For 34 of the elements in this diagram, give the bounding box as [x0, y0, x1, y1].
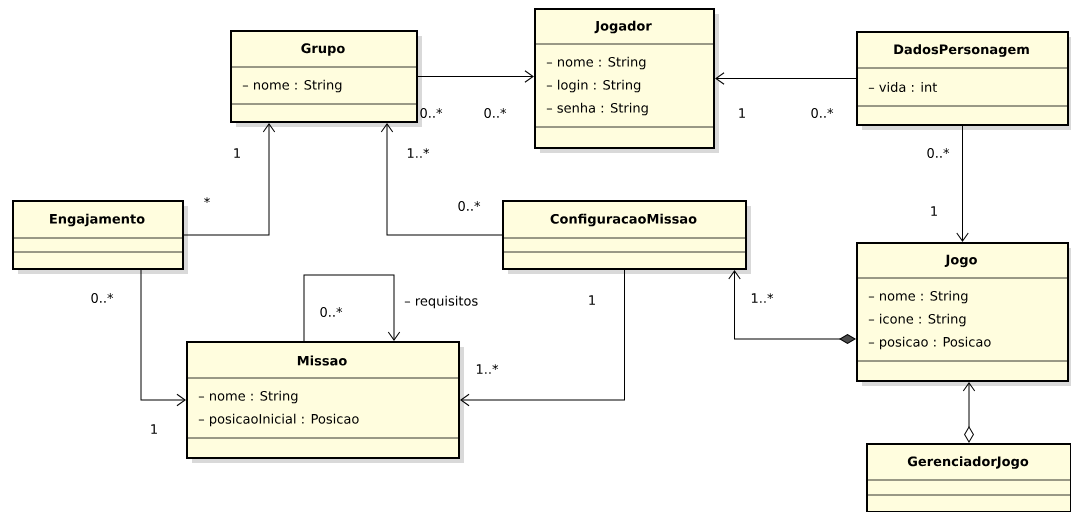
association-arrow	[183, 123, 276, 236]
association-arrow	[460, 269, 625, 407]
multiplicity-label: 1..*	[407, 148, 430, 158]
multiplicity-label: 0..*	[420, 108, 443, 118]
multiplicity-label: 1	[234, 148, 240, 158]
multiplicity-label: 0..*	[811, 108, 834, 118]
multiplicity-label: 0..*	[484, 108, 507, 118]
association-arrow	[417, 70, 534, 83]
association-arrow	[962, 382, 976, 443]
multiplicity-label: 1	[151, 424, 157, 434]
multiplicity-label: 0..*	[91, 293, 114, 303]
class-box: Jogador – nome : String – login : String – senha : String	[533, 8, 719, 153]
multiplicity-label: 0..*	[927, 148, 950, 158]
class-box: Engajamento	[11, 200, 188, 274]
association-arrow	[140, 269, 186, 407]
class-box: DadosPersonagem – vida : int	[855, 31, 1071, 130]
class-box: Jogo – nome : String – icone : String – posicao : Posicao	[855, 242, 1071, 386]
multiplicity-label: 1	[739, 108, 745, 118]
class-box: Missao – nome : String – posicaoInicial : Posicao	[185, 341, 464, 463]
multiplicity-label: 0..*	[320, 307, 343, 317]
association-arrow	[956, 125, 969, 242]
association-arrow	[303, 274, 401, 342]
association-arrow	[380, 123, 503, 236]
multiplicity-label: 0..*	[458, 201, 481, 211]
class-box: ConfiguracaoMissao	[501, 200, 751, 274]
multiplicity-label: 1	[931, 206, 937, 216]
association-arrow	[715, 72, 857, 85]
association-arrow	[728, 270, 856, 344]
multiplicity-label: 1..*	[476, 364, 499, 374]
multiplicity-label: 1..*	[751, 293, 774, 303]
role-label: – requisitos	[403, 294, 480, 310]
class-box: GerenciadorJogo	[865, 443, 1071, 512]
multiplicity-label: 1	[589, 295, 595, 305]
multiplicity-label: *	[204, 197, 210, 204]
